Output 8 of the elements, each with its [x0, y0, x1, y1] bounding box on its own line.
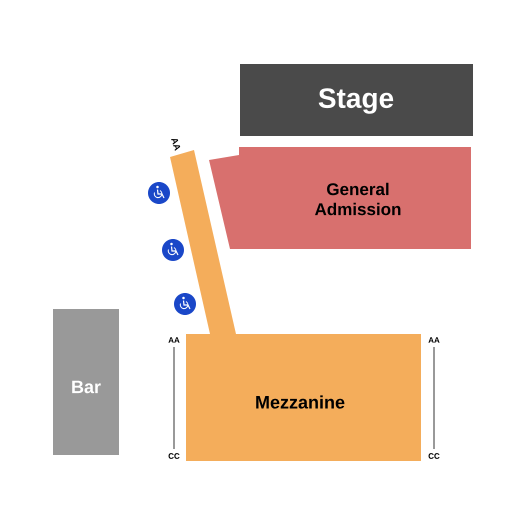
seating-section: General Admission [209, 147, 471, 249]
stage-block: Stage [240, 64, 473, 136]
row-label: CC [428, 453, 440, 459]
node-label: AA [171, 138, 180, 151]
seating-section: Mezzanine [186, 334, 421, 461]
bar-area: Bar [53, 309, 119, 455]
row-label: AA [428, 337, 440, 343]
row-label: AA [168, 337, 180, 343]
